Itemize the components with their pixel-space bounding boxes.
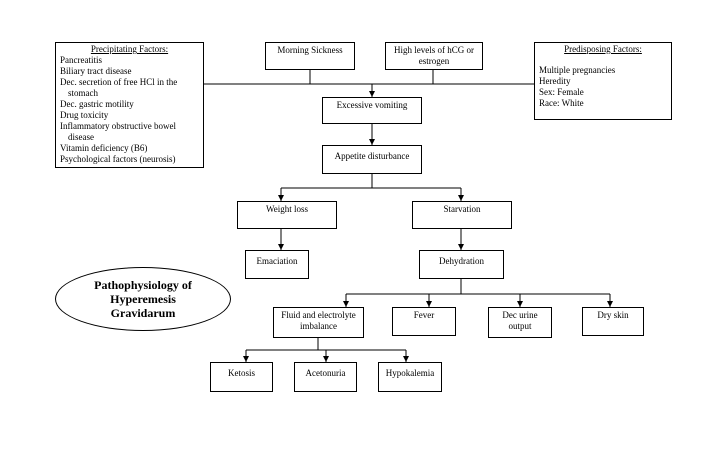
precipitating-item: Vitamin deficiency (B6): [60, 143, 148, 153]
diagram-title-oval: Pathophysiology of Hyperemesis Gravidaru…: [55, 267, 231, 331]
fluid-electrolyte-node: Fluid and electrolyte imbalance: [273, 307, 364, 338]
dec-urine-output-node: Dec urine output: [488, 307, 552, 338]
precipitating-item: Dec. gastric motility: [60, 99, 134, 109]
predisposing-item: Heredity: [539, 76, 571, 86]
precipitating-item: Psychological factors (neurosis): [60, 154, 176, 164]
ketosis-node: Ketosis: [210, 362, 273, 392]
excessive-vomiting-node: Excessive vomiting: [322, 97, 422, 124]
hcg-estrogen-node: High levels of hCG or estrogen: [385, 42, 483, 70]
starvation-node: Starvation: [412, 201, 512, 229]
morning-sickness-node: Morning Sickness: [265, 42, 355, 70]
fever-node: Fever: [392, 307, 456, 336]
weight-loss-node: Weight loss: [237, 201, 337, 229]
predisposing-item: Sex: Female: [539, 87, 584, 97]
predisposing-item: Multiple pregnancies: [539, 65, 616, 75]
precipitating-item: Drug toxicity: [60, 110, 109, 120]
appetite-disturbance-node: Appetite disturbance: [322, 145, 422, 174]
precipitating-factors-box: Precipitating Factors: Pancreatitis Bili…: [55, 42, 204, 168]
hypokalemia-node: Hypokalemia: [378, 362, 442, 392]
precipitating-item: Biliary tract disease: [60, 66, 132, 76]
precipitating-item: Dec. secretion of free HCl in the stomac…: [60, 77, 178, 98]
precipitating-item: Pancreatitis: [60, 55, 102, 65]
dehydration-node: Dehydration: [419, 250, 504, 279]
dry-skin-node: Dry skin: [582, 307, 644, 336]
precipitating-factors-title: Precipitating Factors:: [90, 44, 169, 54]
predisposing-factors-title: Predisposing Factors:: [564, 44, 642, 54]
emaciation-node: Emaciation: [245, 250, 309, 279]
precipitating-item: Inflammatory obstructive bowel disease: [60, 121, 176, 142]
predisposing-factors-box: Predisposing Factors: Multiple pregnanci…: [534, 42, 672, 120]
predisposing-item: Race: White: [539, 98, 584, 108]
acetonuria-node: Acetonuria: [294, 362, 357, 392]
